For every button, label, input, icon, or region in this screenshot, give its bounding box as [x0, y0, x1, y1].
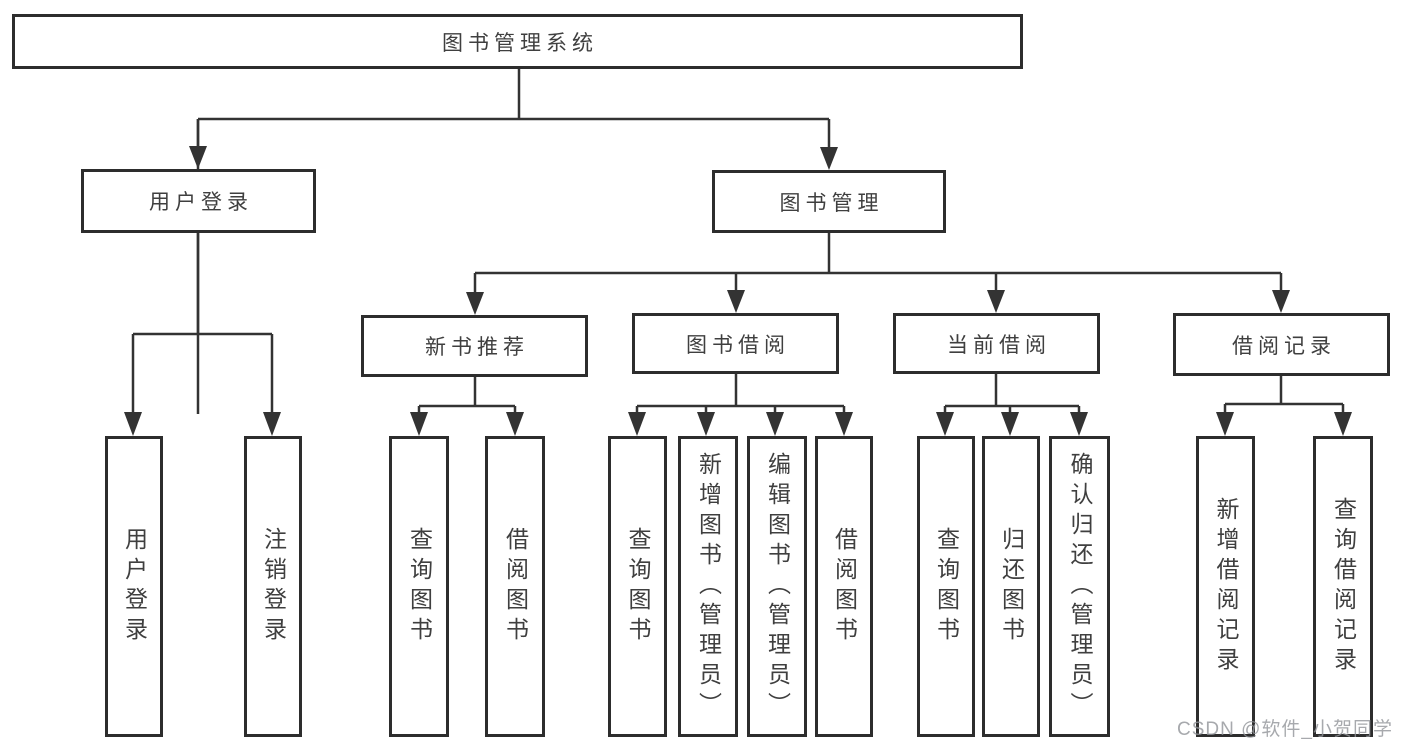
arrow-icon	[697, 412, 715, 436]
node-leaf-query-books-borrow: 查询图书	[608, 436, 667, 737]
node-label: 新书推荐	[425, 336, 529, 359]
node-label: 借阅图书	[831, 526, 858, 647]
arrow-icon	[1001, 412, 1019, 436]
node-label: 用户登录	[121, 526, 148, 647]
node-label: 当前借阅	[947, 333, 1051, 357]
node-leaf-add-books-admin: 新增图书（管理员）	[678, 436, 738, 737]
connector-borrow-records-branch	[1223, 376, 1345, 416]
node-leaf-return-books: 归还图书	[982, 436, 1040, 737]
arrow-icon	[410, 412, 428, 436]
connector-book-management-branch	[473, 233, 1283, 294]
node-leaf-add-borrow-record: 新增借阅记录	[1196, 436, 1255, 737]
node-label: 查询图书	[406, 526, 433, 647]
node-leaf-logout: 注销登录	[244, 436, 302, 737]
node-leaf-query-borrow-record: 查询借阅记录	[1313, 436, 1373, 737]
arrow-icon	[1334, 412, 1352, 436]
arrow-icon	[766, 412, 784, 436]
node-label: 查询图书	[625, 526, 651, 647]
arrow-icon	[263, 412, 281, 436]
node-label: 注销登录	[260, 526, 287, 647]
node-label: 图书借阅	[686, 333, 790, 357]
node-label: 借阅记录	[1232, 334, 1336, 358]
node-label: 查询借阅记录	[1330, 496, 1357, 677]
arrow-icon	[987, 290, 1005, 313]
node-leaf-query-books-current: 查询图书	[917, 436, 975, 737]
arrow-icon	[1070, 412, 1088, 436]
connector-user-login-branch	[131, 119, 274, 414]
arrow-icon	[189, 146, 207, 169]
node-leaf-query-books-recommend: 查询图书	[389, 436, 449, 737]
watermark: CSDN @软件_小贺同学	[1177, 719, 1393, 740]
node-label: 图书管理	[779, 191, 884, 215]
node-label: 借阅图书	[502, 526, 529, 647]
connector-book-borrow-branch	[635, 374, 846, 416]
node-label: 确认归还（管理员）	[1067, 451, 1093, 722]
arrow-icon	[506, 412, 524, 436]
node-label: 新增图书（管理员）	[695, 451, 722, 722]
node-current-borrow: 当前借阅	[893, 313, 1100, 374]
arrow-icon	[1216, 412, 1234, 436]
node-leaf-user-login: 用户登录	[105, 436, 163, 737]
node-user-login: 用户登录	[81, 169, 316, 233]
node-book-borrow: 图书借阅	[632, 313, 839, 374]
arrow-icon	[835, 412, 853, 436]
node-book-management: 图书管理	[712, 170, 946, 233]
node-label: 用户登录	[149, 191, 253, 214]
arrow-icon	[727, 290, 745, 313]
node-leaf-borrow-books-recommend: 借阅图书	[485, 436, 545, 737]
arrow-icon	[628, 412, 646, 436]
node-leaf-borrow-books: 借阅图书	[815, 436, 873, 737]
node-label: 新增借阅记录	[1213, 496, 1239, 677]
connector-new-book-recommend-branch	[417, 377, 517, 416]
node-label: 图书管理系统	[442, 31, 598, 55]
arrow-icon	[124, 412, 142, 436]
arrow-icon	[466, 292, 484, 315]
arrow-icon	[1272, 290, 1290, 313]
node-label: 查询图书	[933, 526, 960, 647]
node-label: 编辑图书（管理员）	[764, 451, 791, 722]
connector-current-borrow-branch	[943, 374, 1081, 416]
node-leaf-confirm-return-admin: 确认归还（管理员）	[1049, 436, 1110, 737]
node-label: 归还图书	[998, 526, 1025, 647]
node-leaf-edit-books-admin: 编辑图书（管理员）	[747, 436, 807, 737]
arrow-icon	[936, 412, 954, 436]
node-library-management-system: 图书管理系统	[12, 14, 1023, 69]
arrow-icon	[820, 147, 838, 170]
node-borrow-records: 借阅记录	[1173, 313, 1390, 376]
node-new-book-recommend: 新书推荐	[361, 315, 588, 377]
